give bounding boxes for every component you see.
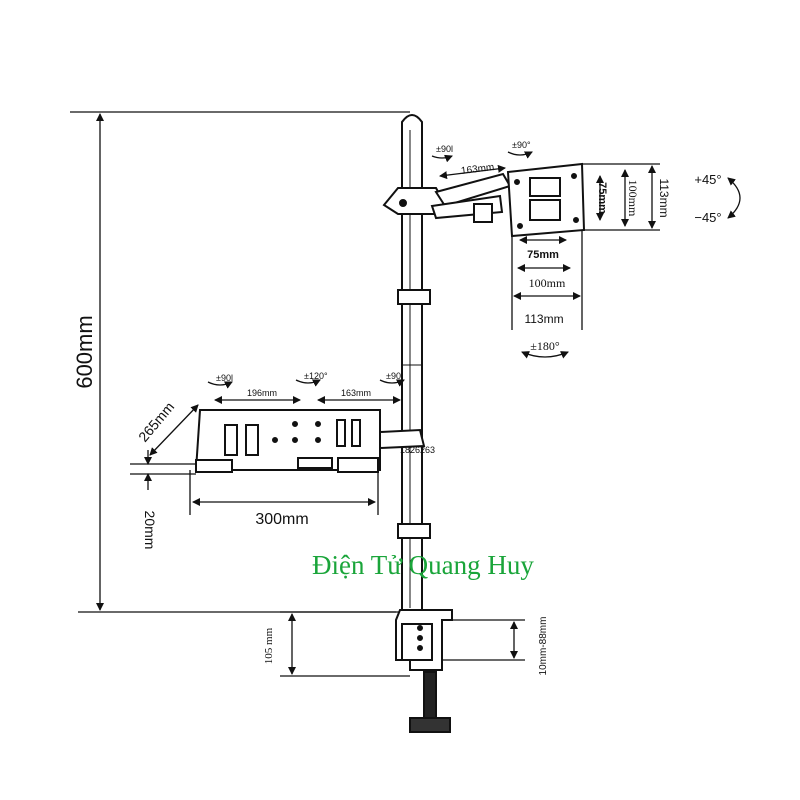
monitor-arm xyxy=(382,172,512,223)
label-total-height: 600mm xyxy=(72,315,97,388)
desk-clamp xyxy=(395,609,453,733)
label-vesa-75-w: 75mm xyxy=(527,249,559,261)
label-arm-length: 163mm xyxy=(460,162,494,177)
dimension-lines xyxy=(70,111,741,677)
vesa-plate xyxy=(506,162,586,238)
label-tilt-top: ±90° xyxy=(512,140,531,150)
label-tray-width: 300mm xyxy=(255,511,308,528)
keyboard-tray xyxy=(194,409,426,473)
label-tray-swivel-left: ±90l xyxy=(216,373,233,383)
label-clamp-height: 105 mm xyxy=(263,627,275,664)
label-tilt-down: −45° xyxy=(694,210,721,225)
label-vesa-113-w: 113mm xyxy=(524,312,563,326)
label-tray-arm2: 163mm xyxy=(341,388,371,398)
label-tilt-up: +45° xyxy=(694,172,721,187)
label-vesa-75-h: 75mm xyxy=(596,182,608,214)
label-tray-swivel-mid: ±120° xyxy=(304,371,328,381)
label-vesa-100-h: 100mm xyxy=(626,180,640,217)
dimension-labels: 600mm 163mm ±90l ±90° 75mm 100mm 113mm +… xyxy=(72,140,722,675)
label-rotate: ±180° xyxy=(530,339,560,353)
label-tray-lip: 20mm xyxy=(142,511,158,550)
label-desk-thickness: 10mm-88mm xyxy=(538,617,549,676)
label-swivel-top: ±90l xyxy=(436,144,453,154)
watermark-text: Điện Tử Quang Huy xyxy=(312,550,534,580)
label-model-code: 1826263 xyxy=(400,445,435,455)
label-vesa-100-w: 100mm xyxy=(529,276,566,290)
pole xyxy=(397,114,431,613)
label-tray-arm1: 196mm xyxy=(247,388,277,398)
label-tray-depth: 265mm xyxy=(135,399,177,445)
label-tray-swivel-right: ±90l xyxy=(386,371,403,381)
label-vesa-113-h: 113mm xyxy=(657,178,671,217)
